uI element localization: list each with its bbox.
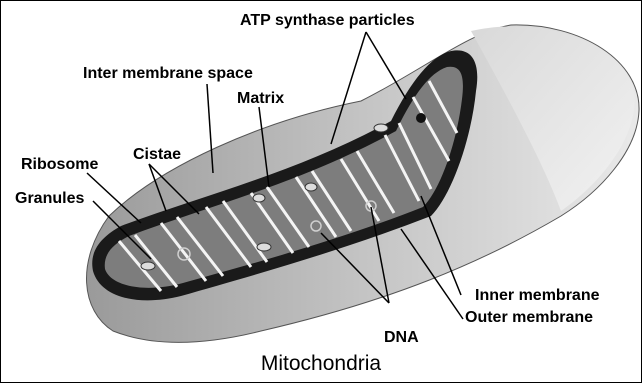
ribosome-dot [416, 113, 426, 123]
label-inner-membrane: Inner membrane [475, 288, 599, 304]
label-granules: Granules [15, 191, 84, 207]
label-inter-membrane-space: Inter membrane space [83, 66, 253, 82]
label-cistae: Cistae [133, 147, 181, 163]
label-ribosome: Ribosome [21, 157, 98, 173]
label-outer-membrane: Outer membrane [465, 310, 593, 326]
label-matrix: Matrix [237, 91, 284, 107]
label-atp-synthase: ATP synthase particles [240, 13, 415, 29]
label-dna: DNA [384, 330, 419, 346]
diagram-title: Mitochondria [1, 353, 641, 374]
